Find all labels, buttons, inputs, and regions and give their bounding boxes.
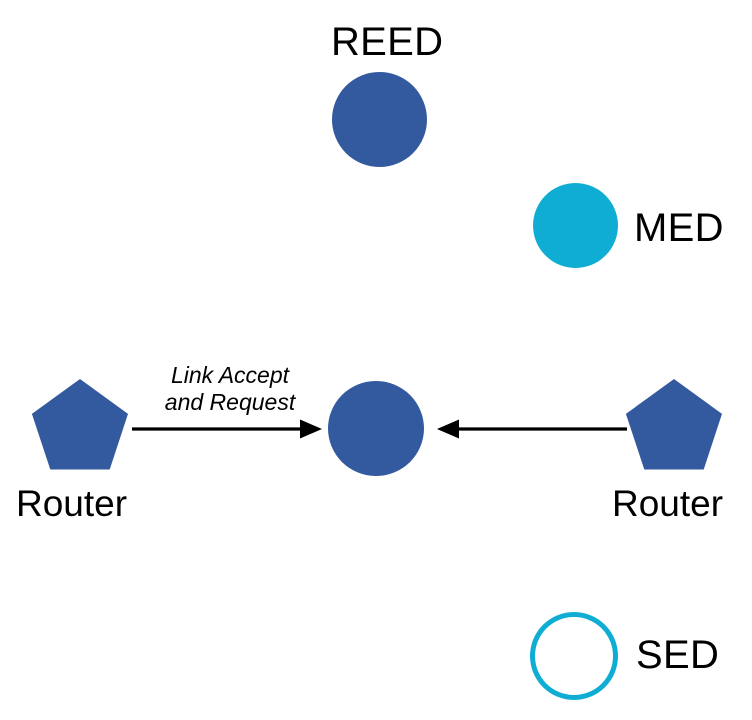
reed-node-label: REED: [331, 20, 444, 64]
med-node-circle[interactable]: [533, 183, 618, 268]
edge-link-accept-and-request[interactable]: [130, 414, 326, 444]
router-left-label: Router: [16, 483, 128, 524]
edge-router-right-to-center[interactable]: [433, 414, 629, 444]
center-node-circle[interactable]: [328, 381, 424, 476]
router-left-pentagon[interactable]: [31, 378, 129, 470]
edge-right-arrowhead: [437, 419, 459, 439]
reed-node-circle[interactable]: [332, 72, 427, 167]
sed-node-label: SED: [636, 633, 720, 677]
med-node-label: MED: [634, 206, 724, 250]
edge-left-label-text: Link Accept and Request: [164, 362, 296, 416]
sed-node-circle[interactable]: [530, 612, 618, 700]
router-right-label: Router: [612, 483, 724, 524]
edge-left-arrowhead: [300, 419, 322, 439]
router-right-pentagon-path: [625, 379, 722, 470]
router-left-pentagon-path: [31, 379, 128, 470]
router-right-pentagon[interactable]: [625, 378, 723, 470]
